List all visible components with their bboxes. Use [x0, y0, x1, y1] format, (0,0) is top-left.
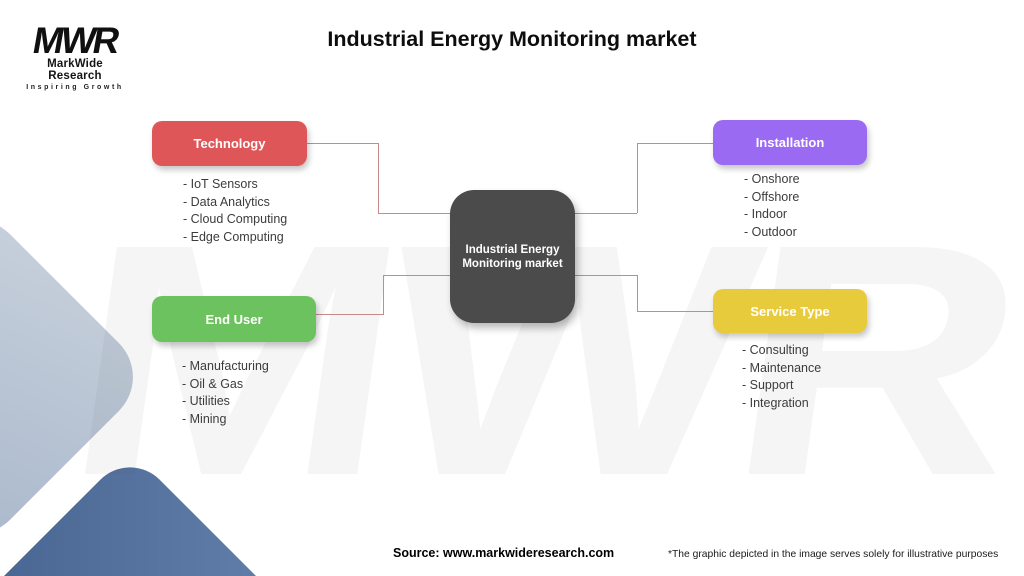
node-end-user: End User	[152, 296, 316, 342]
list-item: - Oil & Gas	[182, 376, 244, 391]
connector-installation-v	[637, 143, 638, 213]
service-type-item-list: - Consulting - Maintenance - Support - I…	[742, 342, 821, 412]
connector-technology-v	[378, 143, 379, 213]
list-item: - Outdoor	[744, 224, 797, 239]
disclaimer-note: *The graphic depicted in the image serve…	[668, 549, 999, 560]
technology-item-list: - IoT Sensors - Data Analytics - Cloud C…	[183, 176, 287, 246]
logo-company-name: MarkWide Research	[47, 58, 103, 82]
node-center-market: Industrial Energy Monitoring market	[450, 190, 575, 323]
connector-servicetype-h2	[575, 275, 637, 276]
list-item: - Manufacturing	[182, 359, 269, 373]
list-item: - Maintenance	[742, 360, 822, 375]
node-installation-label: Installation	[755, 135, 825, 150]
logo-tagline: Inspiring Growth	[26, 84, 124, 91]
node-end-user-label: End User	[205, 311, 263, 327]
installation-item-list: - Onshore - Offshore - Indoor - Outdoor	[744, 171, 800, 241]
connector-servicetype-v	[637, 275, 638, 312]
connector-enduser-h2	[383, 275, 450, 276]
node-technology: Technology	[152, 121, 307, 166]
end-user-item-list: - Manufacturing - Oil & Gas - Utilities …	[182, 358, 269, 428]
connector-technology-h1	[307, 143, 378, 144]
node-service-type-label: Service Type	[750, 303, 830, 319]
center-node-line2: Monitoring market	[462, 257, 563, 270]
connector-enduser-v	[383, 275, 384, 315]
list-item: - Mining	[182, 411, 227, 426]
list-item: - Data Analytics	[183, 194, 270, 209]
list-item: - IoT Sensors	[183, 177, 258, 191]
list-item: - Cloud Computing	[183, 212, 288, 227]
list-item: - Onshore	[744, 172, 800, 186]
list-item: - Utilities	[182, 394, 230, 409]
connector-servicetype-h1	[637, 311, 713, 312]
list-item: - Indoor	[744, 207, 788, 222]
page-title: Industrial Energy Monitoring market	[327, 27, 697, 51]
company-logo: MWR MarkWide Research Inspiring Growth	[20, 20, 130, 91]
connector-technology-h2	[378, 213, 450, 214]
list-item: - Edge Computing	[183, 229, 284, 244]
connector-installation-h1	[637, 143, 713, 144]
node-technology-label: Technology	[193, 136, 266, 151]
list-item: - Integration	[742, 395, 809, 410]
node-service-type: Service Type	[713, 289, 867, 333]
node-installation: Installation	[713, 120, 867, 165]
source-attribution: Source: www.markwideresearch.com	[393, 546, 615, 560]
list-item: - Consulting	[742, 343, 809, 357]
connector-enduser-h1	[316, 314, 383, 315]
connector-installation-h2	[575, 213, 637, 214]
list-item: - Support	[742, 378, 794, 393]
center-node-line1: Industrial Energy	[465, 243, 560, 256]
list-item: - Offshore	[744, 189, 800, 204]
